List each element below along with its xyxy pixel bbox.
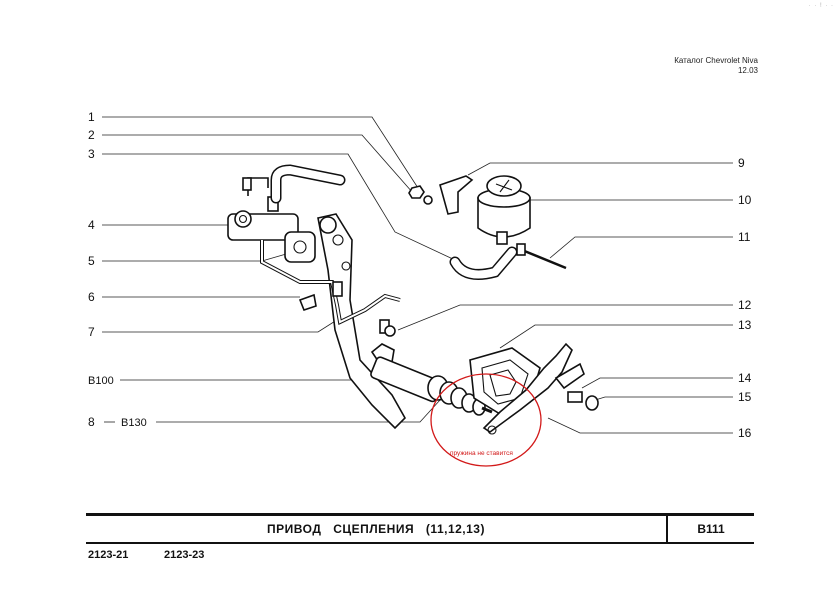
clutch-pedal [317,213,406,430]
callout-2: 2 [88,128,95,142]
nut-and-washer [408,185,433,205]
callout-9: 9 [738,156,745,170]
slave-cylinder [370,325,443,403]
callout-16: 16 [738,426,752,440]
callout-14: 14 [738,371,752,385]
callout-5: 5 [88,254,95,268]
callout-4: 4 [88,218,95,232]
callout-3: 3 [88,147,95,161]
callout-labels: 1 2 3 4 5 6 7 В100 8 В130 9 10 11 12 13 … [88,110,752,440]
scan-corner-mark: · · ! · · [808,3,834,9]
callout-b100: В100 [88,375,114,387]
feed-hose [270,164,518,280]
spring-annotation: пружина не ставится [430,373,542,467]
fluid-reservoir [439,175,531,245]
callout-11: 11 [738,230,751,244]
callout-15: 15 [738,390,752,404]
title-divider [666,516,668,542]
callout-6: 6 [88,290,95,304]
spring-note: пружина не ставится [450,450,513,457]
page-title: ПРИВОД СЦЕПЛЕНИЯ (11,12,13) [267,522,485,536]
model-code-2: 2123-23 [164,549,205,561]
pipe-clip [298,293,317,311]
catalog-date: 12.03 [737,66,758,75]
callout-12: 12 [738,298,752,312]
model-code-1: 2123-21 [88,549,129,561]
callout-8: 8 [88,415,95,429]
bolt-and-washer [567,391,599,411]
catalog-header: Каталог Chevrolet Niva [674,56,758,65]
release-fork [482,342,585,435]
callout-b130: В130 [121,417,147,429]
hose-clamp [516,243,567,270]
callout-7: 7 [88,325,95,339]
title-block: ПРИВОД СЦЕПЛЕНИЯ (11,12,13) В111 [86,513,754,544]
page-code: В111 [697,522,725,536]
callout-10: 10 [738,193,752,207]
callout-1: 1 [88,110,95,124]
leader-lines [102,116,733,434]
callout-13: 13 [738,318,752,332]
